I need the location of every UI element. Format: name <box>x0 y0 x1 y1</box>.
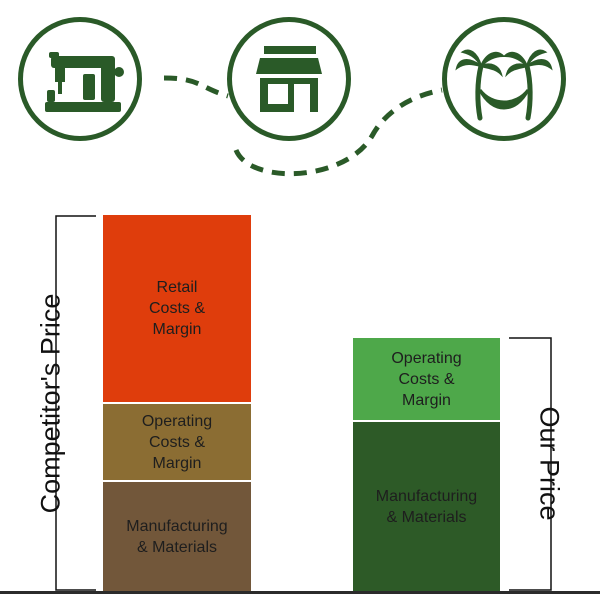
palm-trees-hammock-icon <box>455 49 553 121</box>
sewing-machine-circle <box>18 17 142 141</box>
competitor-bracket <box>55 215 96 591</box>
storefront-icon <box>256 46 322 112</box>
our-price-label: Our Price <box>534 406 565 521</box>
palm-trees-hammock-circle <box>442 17 566 141</box>
our-price-bar: Operating Costs & Margin Manufacturing &… <box>353 338 500 591</box>
our-operating-segment: Operating Costs & Margin <box>353 338 500 420</box>
competitor-price-bar: Retail Costs & Margin Operating Costs & … <box>103 215 251 591</box>
our-price-bracket <box>509 337 552 591</box>
our-manufacturing-segment: Manufacturing & Materials <box>353 422 500 591</box>
competitor-manufacturing-segment: Manufacturing & Materials <box>103 482 251 591</box>
baseline <box>0 591 600 594</box>
sewing-machine-icon <box>45 52 124 112</box>
competitor-retail-segment: Retail Costs & Margin <box>103 215 251 402</box>
competitor-price-label: Competitor's Price <box>35 293 66 514</box>
storefront-circle <box>227 17 351 141</box>
competitor-operating-segment: Operating Costs & Margin <box>103 404 251 480</box>
